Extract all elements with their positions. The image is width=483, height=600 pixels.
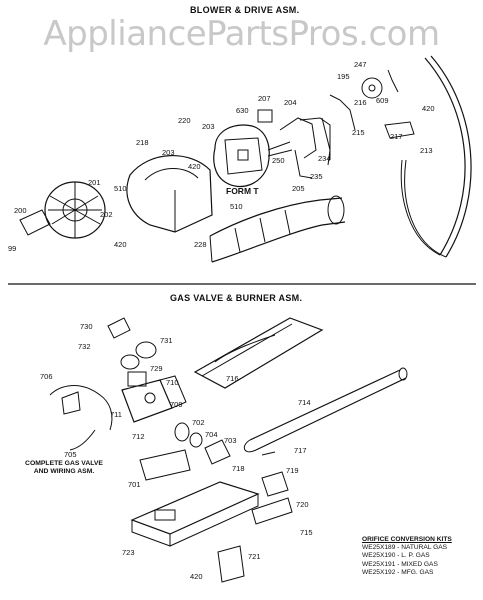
part-callout: 712 [132, 432, 145, 441]
part-callout: 205 [292, 184, 305, 193]
gas-valve-block [121, 371, 187, 423]
drive-motor-630 [213, 124, 293, 187]
bracket-217 [384, 121, 415, 139]
igniter-assembly [217, 451, 293, 583]
part-callout: 701 [128, 480, 141, 489]
part-callout: 204 [284, 98, 297, 107]
orifice-kit-row: WE25X191 - MIXED GAS [362, 560, 438, 568]
bracket-720 [251, 497, 293, 525]
part-callout: 250 [272, 156, 285, 165]
burner-base-723 [130, 481, 260, 547]
bracket-701 [139, 449, 191, 481]
valve-coils [107, 317, 157, 370]
part-callout: 213 [420, 146, 433, 155]
bracket-200 [19, 209, 51, 236]
part-callout: 705 [64, 450, 77, 459]
part-callout: 715 [300, 528, 313, 537]
part-callout: 218 [136, 138, 149, 147]
part-callout: 228 [194, 240, 207, 249]
part-callout: 234 [318, 154, 331, 163]
orifice-kits-title: ORIFICE CONVERSION KITS [362, 536, 452, 543]
part-callout: 217 [390, 132, 403, 141]
part-callout: 215 [352, 128, 365, 137]
part-callout: 203 [162, 148, 175, 157]
part-callout: 731 [160, 336, 173, 345]
part-callout: 420 [114, 240, 127, 249]
part-callout: 609 [376, 96, 389, 105]
orifice-kit-row: WE25X189 - NATURAL GAS [362, 544, 448, 552]
part-callout: 202 [100, 210, 113, 219]
motor-bracket-205 [257, 109, 317, 179]
part-callout: 510 [230, 202, 243, 211]
orifice-kit-row: WE25X190 - L. P. GAS [362, 552, 430, 560]
part-callout: 200 [14, 206, 27, 215]
part-callout: 702 [192, 418, 205, 427]
part-callout: 703 [224, 436, 237, 445]
part-callout: 729 [150, 364, 163, 373]
exhaust-duct-228 [209, 195, 346, 263]
burner-tube-714 [243, 367, 408, 453]
part-callout: 201 [88, 178, 101, 187]
part-callout: 709 [170, 400, 183, 409]
part-callout: 714 [298, 398, 311, 407]
burner-housing-716 [193, 317, 324, 389]
part-callout: 732 [78, 342, 91, 351]
part-callout: 420 [190, 572, 203, 581]
form-t-label: FORM T [226, 186, 259, 196]
orifice-kits-table: ORIFICE CONVERSION KITS WE25X189 - NATUR… [362, 536, 452, 577]
wiring-harness-706 [49, 385, 113, 451]
part-callout: 710 [166, 378, 179, 387]
part-callout: 235 [310, 172, 323, 181]
orifice-kit-row: WE25X192 - MFG. GAS [362, 568, 434, 576]
part-callout: 719 [286, 466, 299, 475]
blower-housing-218 [126, 154, 213, 233]
blower-impeller-201 [44, 181, 106, 239]
part-callout: 510 [114, 184, 127, 193]
part-callout: 207 [258, 94, 271, 103]
part-callout: 730 [80, 322, 93, 331]
part-callout: 721 [248, 552, 261, 561]
drum-belt-213 [400, 55, 472, 258]
idler-assembly [299, 69, 399, 166]
part-callout: 704 [205, 430, 218, 439]
part-callout: 195 [337, 72, 350, 81]
manifold-parts [174, 422, 231, 465]
part-callout: 420 [422, 104, 435, 113]
part-callout: 711 [110, 410, 122, 419]
part-callout: 247 [354, 60, 367, 69]
bracket-721 [217, 545, 245, 583]
part-callout: 216 [354, 98, 367, 107]
part-callout: 717 [294, 446, 307, 455]
part-callout: 420 [188, 162, 201, 171]
part-callout: 630 [236, 106, 249, 115]
blower-section-title: BLOWER & DRIVE ASM. [190, 5, 300, 15]
part-callout: 720 [296, 500, 309, 509]
part-callout: 716 [226, 374, 239, 383]
complete-valve-note: COMPLETE GAS VALVE AND WIRING ASM. [25, 460, 103, 475]
watermark: AppliancePartsPros.com [43, 14, 440, 54]
part-callout: 220 [178, 116, 191, 125]
part-callout: 723 [122, 548, 135, 557]
part-callout: 99 [8, 244, 17, 253]
part-callout: 706 [40, 372, 53, 381]
part-callout: 718 [232, 464, 245, 473]
part-callout: 203 [202, 122, 215, 131]
gas-section-title: GAS VALVE & BURNER ASM. [170, 293, 303, 303]
